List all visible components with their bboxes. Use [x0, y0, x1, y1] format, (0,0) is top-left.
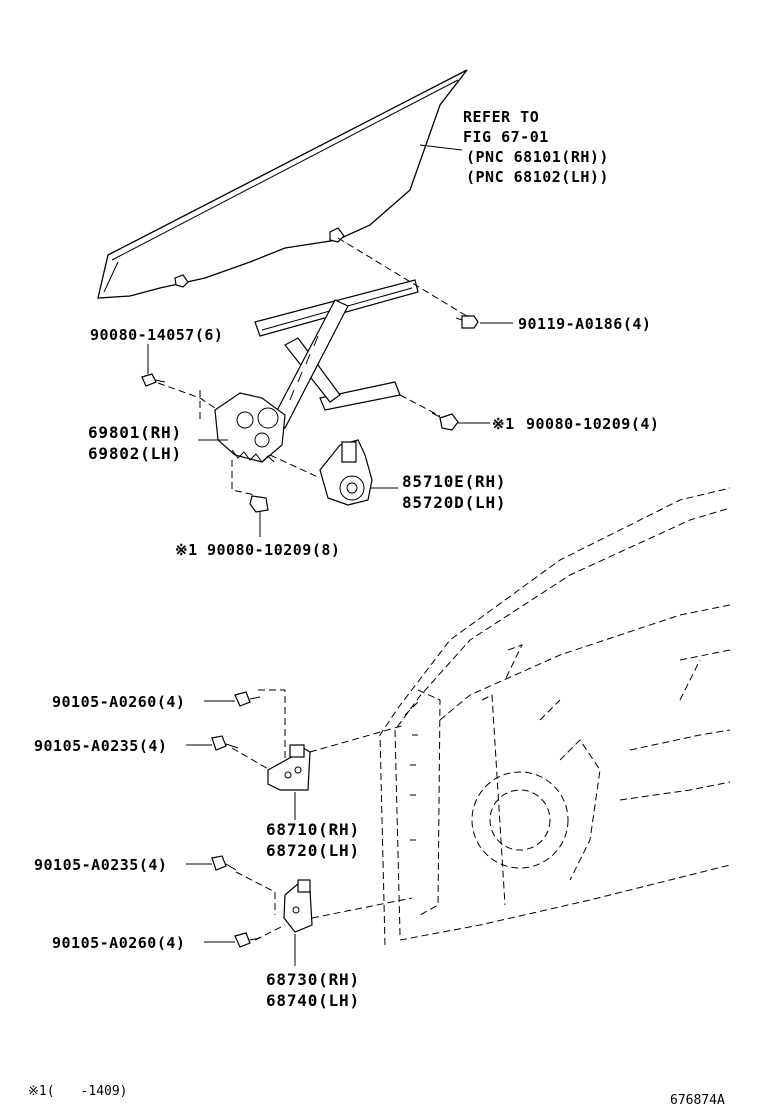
bolt-icon-90105-A0235-lower	[211, 855, 237, 871]
window-regulator	[214, 279, 419, 463]
label-90080-10209-8: 90080-10209(8)	[207, 541, 340, 559]
dash-glass-bolt	[337, 237, 471, 319]
refer-leader	[419, 144, 463, 151]
label-85720d-lh: 85720D(LH)	[402, 493, 506, 512]
dash-hinge2-b	[254, 924, 286, 941]
bolt-icon-90080-10209-b	[249, 495, 269, 520]
label-mark-1-a: ※1	[492, 415, 515, 433]
label-90105-A0260-lower: 90105-A0260(4)	[52, 934, 185, 952]
bolt-icon-90105-A0235-upper	[211, 735, 239, 751]
door-body	[379, 487, 731, 946]
footnote: ※1( -1409)	[28, 1084, 128, 1099]
dash-bolt-lower	[231, 460, 256, 496]
label-90080-14057: 90080-14057(6)	[90, 326, 223, 344]
label-69802-lh: 69802(LH)	[88, 444, 182, 463]
refer-note: REFER TO FIG 67-01 (PNC 68101(RH)) (PNC …	[463, 108, 609, 186]
label-90105-A0260-upper: 90105-A0260(4)	[52, 693, 185, 711]
dash-hinge1-a	[258, 689, 286, 760]
dash-hinge1-b	[231, 747, 271, 771]
refer-line-1: REFER TO	[463, 108, 539, 126]
dash-hinge2-door	[311, 897, 413, 919]
dash-bolt-regulator	[157, 382, 219, 411]
label-68740-lh: 68740(LH)	[266, 991, 360, 1010]
bolt-icon-90119	[455, 315, 479, 329]
refer-line-2: FIG 67-01	[463, 128, 549, 146]
dash-hinge2-a	[235, 871, 276, 915]
dash-hinge1-door	[309, 724, 406, 753]
label-mark-1-b: ※1	[175, 541, 198, 559]
bolt-icon-90080-10209-a	[431, 412, 459, 431]
label-68720-lh: 68720(LH)	[266, 841, 360, 860]
lower-hinge	[283, 879, 313, 933]
label-90105-A0235-lower: 90105-A0235(4)	[34, 856, 167, 874]
label-90105-A0235-upper: 90105-A0235(4)	[34, 737, 167, 755]
figure-id: 676874A	[670, 1093, 725, 1108]
label-69801-rh: 69801(RH)	[88, 423, 182, 442]
label-90119-A0186: 90119-A0186(4)	[518, 315, 651, 333]
door-glass	[97, 69, 468, 299]
label-68730-rh: 68730(RH)	[266, 970, 360, 989]
bolt-icon-90080-14057	[141, 373, 166, 387]
bolt-icon-90105-A0260-lower	[234, 932, 261, 948]
upper-hinge	[267, 744, 311, 791]
refer-line-3: (PNC 68101(RH))	[466, 148, 609, 166]
window-motor	[319, 439, 373, 506]
bolt-icon-90105-A0260-upper	[234, 691, 261, 707]
label-90080-10209-4: 90080-10209(4)	[526, 415, 659, 433]
dash-rail-bolt	[399, 394, 441, 417]
label-68710-rh: 68710(RH)	[266, 820, 360, 839]
dash-reg-motor	[269, 454, 321, 479]
label-85710e-rh: 85710E(RH)	[402, 472, 506, 491]
refer-line-4: (PNC 68102(LH))	[466, 168, 609, 186]
